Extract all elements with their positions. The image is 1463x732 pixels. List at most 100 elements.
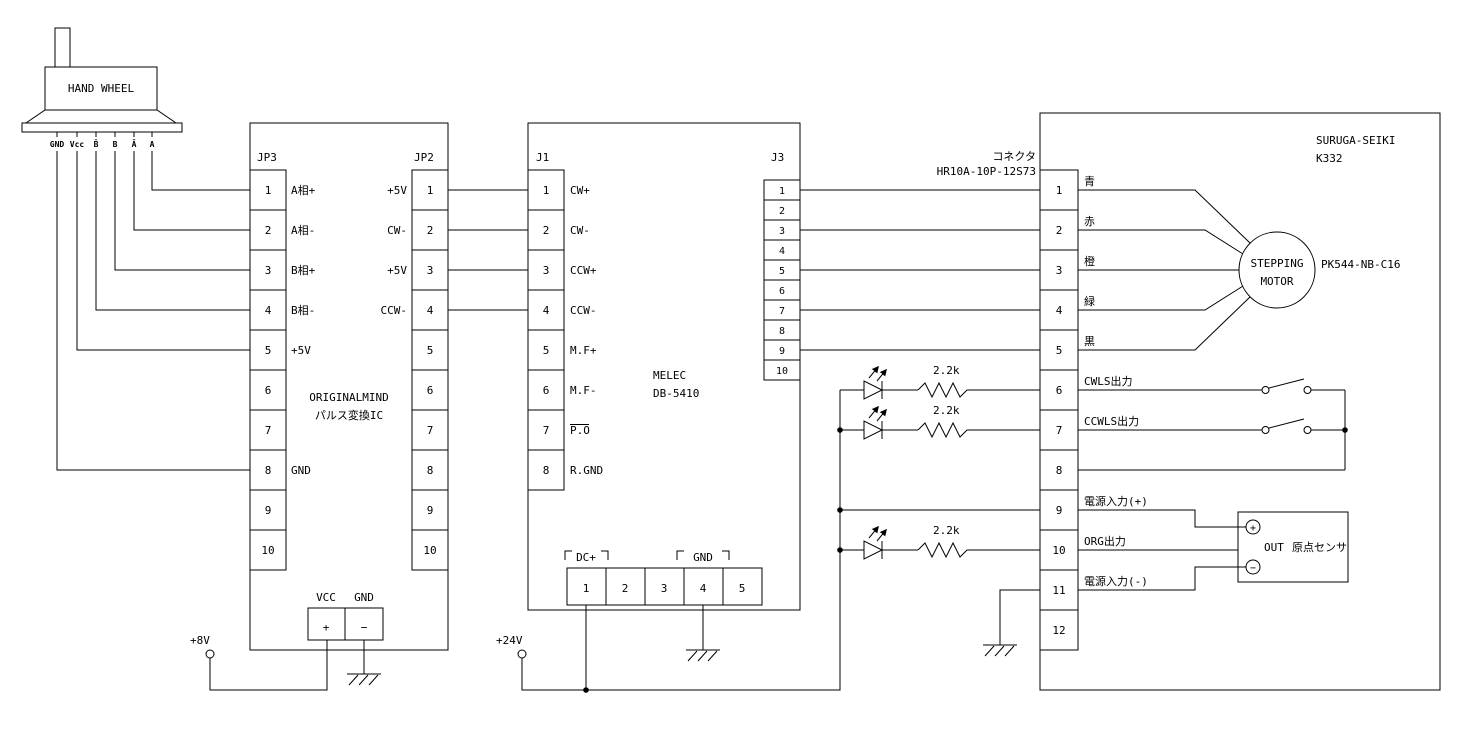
connector-model: HR10A-10P-12S73: [937, 165, 1036, 178]
jp2-pin-label: CW-: [387, 224, 407, 237]
jp3-pin-label: GND: [291, 464, 311, 477]
j3-dividers: [764, 199, 800, 361]
power-connector-dividers: [605, 568, 724, 605]
minus-sign: −: [361, 621, 368, 634]
resistor-value: 2.2k: [933, 404, 960, 417]
power-gnd-label: GND: [693, 551, 713, 564]
j1-pin-number: 3: [543, 264, 550, 277]
power-connector: [566, 567, 763, 606]
power-pin-number: 1: [583, 582, 590, 595]
hr10a-pin-label: CWLS出力: [1084, 374, 1133, 388]
j3-pin-number: 8: [779, 326, 785, 337]
j1-pin-label: CCW-: [570, 304, 597, 317]
j3-pin-number: 5: [779, 266, 785, 277]
switch-contact: [1303, 386, 1312, 394]
org-sensor-box: [1237, 511, 1349, 583]
led-emission-arrow: [876, 528, 887, 542]
led-cwls: [863, 380, 884, 400]
sensor-wires: [1078, 509, 1246, 591]
jp3-pin-label: B相+: [291, 264, 316, 277]
j1-pin-number: 6: [543, 384, 550, 397]
block-outline: [1039, 112, 1441, 691]
led-emission-arrow: [868, 525, 879, 539]
power-pin-number: 5: [739, 582, 746, 595]
driver-name: MELEC: [653, 369, 686, 382]
led-emission-arrow: [868, 405, 879, 419]
junction-dot: [1342, 427, 1348, 433]
sensor-name: 原点センサ: [1292, 541, 1347, 554]
controller-maker: SURUGA-SEIKI: [1316, 134, 1395, 147]
j1-pin-label: M.F+: [570, 344, 597, 357]
j1-pin-label: CW-: [570, 224, 590, 237]
motor-name: STEPPING: [1251, 257, 1304, 270]
j3-pin-number: 1: [779, 186, 785, 197]
supply-24v-terminal: [517, 649, 527, 659]
ground-symbol: [685, 649, 721, 662]
switch-blade-ccwls: [1268, 418, 1305, 429]
jp3-pin-number: 1: [265, 184, 272, 197]
sensor-minus-terminal: [1245, 559, 1261, 575]
jp2-pin-number: 2: [427, 224, 434, 237]
power-pin-number: 3: [661, 582, 668, 595]
hr10a-pin-number: 3: [1056, 264, 1063, 277]
hr10a-pin-label: 青: [1084, 175, 1095, 188]
hr10a-pin-number: 6: [1056, 384, 1063, 397]
hand-wheel-base: [21, 122, 183, 133]
wires-jp2-to-j1: [448, 189, 528, 311]
dc-plus-brackets: [564, 550, 609, 560]
hand-wheel: HAND WHEEL GND Vcc B̄ B Ā A: [21, 27, 250, 471]
jp3-pin-label: A相+: [291, 184, 316, 197]
supply-8v-terminal: [205, 649, 215, 659]
j1-pin-number: 7: [543, 424, 550, 437]
jp3-pin-label: +5V: [291, 344, 311, 357]
motor-model: PK544-NB-C16: [1321, 258, 1400, 271]
j1-pin-number: 8: [543, 464, 550, 477]
led-org: [863, 540, 884, 560]
wire-a-bar: [133, 132, 250, 231]
pulse-ic-name: ORIGINALMIND: [309, 391, 388, 404]
jp3-pin-number: 10: [261, 544, 274, 557]
driver-model: DB-5410: [653, 387, 699, 400]
wire-8v-rail: [209, 640, 328, 691]
jp3-pin-number: 7: [265, 424, 272, 437]
jp2-pin-number: 6: [427, 384, 434, 397]
vcc-terminal-label: VCC: [316, 591, 336, 604]
jp3-pin-number: 3: [265, 264, 272, 277]
hr10a-pin-label: CCWLS出力: [1084, 414, 1139, 428]
junction-dot: [837, 547, 843, 553]
j3-title: J3: [771, 151, 784, 164]
jp3-pin-number: 9: [265, 504, 272, 517]
jp2-pin-number: 3: [427, 264, 434, 277]
hr10a-pin-number: 1: [1056, 184, 1063, 197]
jp3-title: JP3: [257, 151, 277, 164]
jp3-pin-number: 5: [265, 344, 272, 357]
junction-dot: [837, 427, 843, 433]
hand-wheel-skirt: [24, 109, 178, 124]
hr10a-pin-label: 電源入力(-): [1084, 574, 1148, 588]
hand-wheel-handle: [54, 27, 71, 68]
hr10a-pin-number: 9: [1056, 504, 1063, 517]
supply-24v-label: +24V: [496, 634, 523, 647]
j3-pin-number: 6: [779, 286, 785, 297]
connector-name: コネクタ: [992, 150, 1036, 163]
power-gnd-brackets: [676, 550, 730, 560]
jp2-pin-number: 8: [427, 464, 434, 477]
hr10a-pin-label: 橙: [1084, 254, 1095, 268]
resistor-org: [917, 541, 968, 559]
block-outline: [249, 122, 449, 651]
sensor-plus-terminal: [1245, 519, 1261, 535]
resistor-value: 2.2k: [933, 364, 960, 377]
j1-pin-label: P.O: [570, 424, 590, 437]
j1-pin-label: CCW+: [570, 264, 597, 277]
wire-vcc: [76, 132, 250, 351]
wire-motor-green: [1078, 285, 1244, 311]
motor-body: [1238, 231, 1316, 309]
jp2-pin-label: +5V: [387, 264, 407, 277]
power-pin-number: 2: [622, 582, 629, 595]
hr10a-pin-number: 4: [1056, 304, 1063, 317]
hand-wheel-label: HAND WHEEL: [68, 82, 135, 95]
wire-gnd: [56, 132, 250, 471]
controller-model: K332: [1316, 152, 1343, 165]
sensor-out-label: OUT: [1264, 541, 1284, 554]
